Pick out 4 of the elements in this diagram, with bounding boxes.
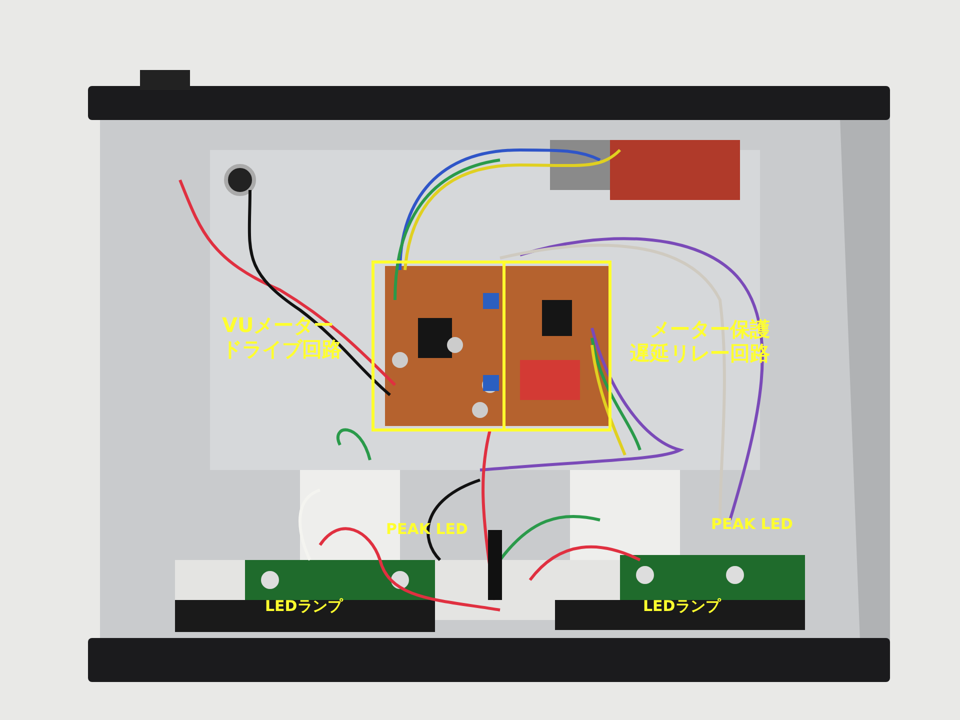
circuit-label: VUメータードライブ回路 [222, 313, 342, 361]
part-label: PEAK LED [711, 515, 793, 533]
part-label: LEDランプ [265, 597, 342, 615]
part-label: LEDランプ [643, 597, 720, 615]
